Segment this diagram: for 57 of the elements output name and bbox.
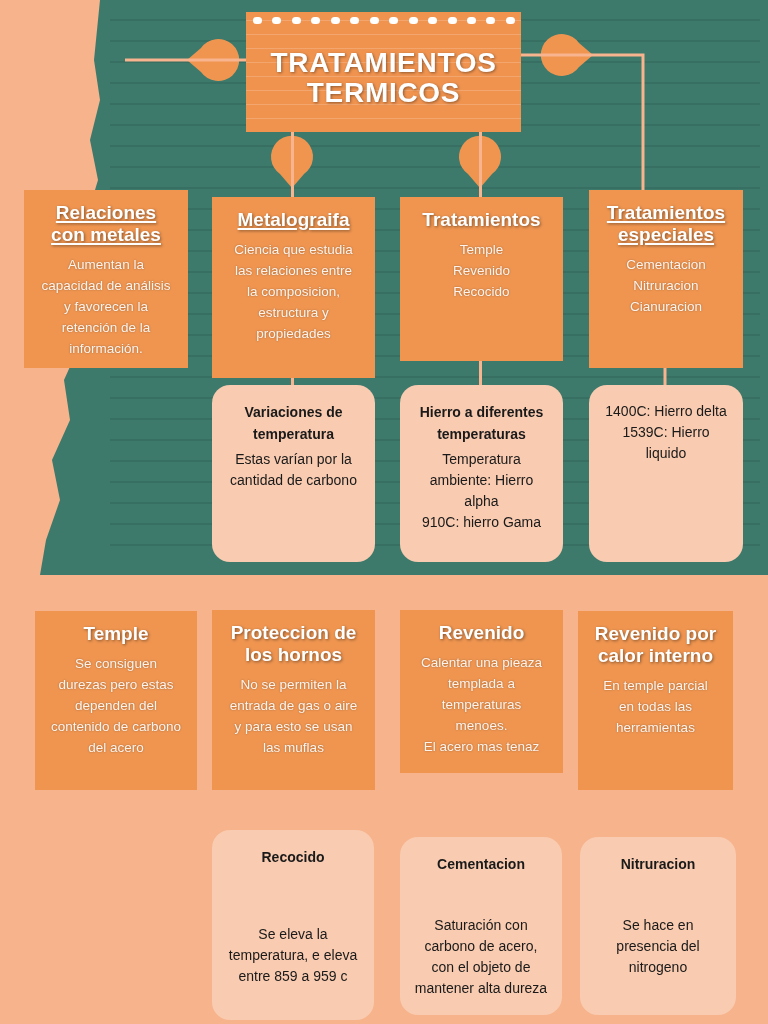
card-heading: Revenido — [438, 622, 525, 644]
note-text: Se hace en presencia del nitrogeno — [615, 916, 701, 977]
info-card — [400, 610, 563, 773]
card-text: Calentar una pieaza templada a temperaturas menoes. — [420, 654, 543, 735]
card-text: Se consiguen durezas pero estas dependen del contenido de carbono del acero — [51, 655, 181, 757]
title-text: TRATAMIENTOS TERMICOS — [269, 48, 498, 108]
card-text: Temple — [459, 241, 504, 259]
note-text: 910C: hierro Gama — [421, 513, 542, 532]
info-card — [24, 190, 188, 368]
card-text: Recocido — [453, 283, 510, 301]
info-card — [212, 197, 375, 378]
card-heading: Tratamientos especiales — [605, 202, 727, 246]
card-heading: Tratamientos — [422, 209, 541, 231]
connector-line — [663, 368, 667, 385]
card-text: El acero mas tenaz — [423, 738, 540, 756]
card-text: Cementacion — [626, 256, 706, 274]
connector-line — [479, 132, 482, 197]
connector-line — [521, 53, 645, 190]
note-text: Saturación con carbono de acero, con el objeto de mantener alta dureza — [413, 916, 549, 998]
info-card — [400, 197, 563, 361]
note-card — [212, 385, 375, 562]
card-text: No se permiten la entrada de gas o aire y para esto se usan las muflas — [228, 676, 359, 757]
note-text: Estas varían por la cantidad de carbono — [229, 450, 358, 490]
card-text: Ciencia que estudia las relaciones entre la composicion, estructura y propiedades — [233, 241, 354, 343]
note-card — [212, 830, 374, 1020]
card-heading: Variaciones de temperatura — [243, 403, 344, 444]
info-card — [212, 610, 375, 790]
card-heading: Revenido por calor interno — [594, 623, 717, 667]
title-box — [246, 12, 521, 132]
card-text: Aumentan la capacidad de análisis y favorecen la retención de la información. — [40, 256, 172, 358]
connector-line — [479, 361, 482, 385]
note-card — [400, 837, 562, 1015]
note-text: Se eleva la temperatura, e eleva entre 859 a 959 c — [227, 925, 359, 986]
card-heading: Hierro a diferentes temperaturas — [418, 403, 545, 444]
note-card — [580, 837, 736, 1015]
note-text: Temperatura ambiente: Hierro alpha — [428, 450, 535, 511]
card-heading: Cementacion — [437, 855, 525, 874]
card-text: En temple parcial en todas las herramientas — [602, 677, 709, 737]
info-card — [35, 611, 197, 790]
card-heading: Proteccion de los hornos — [229, 622, 358, 666]
card-heading: Nitruracion — [620, 855, 696, 874]
card-heading: Relaciones con metales — [50, 202, 162, 246]
card-text: Nitruracion — [633, 277, 699, 295]
card-text: Revenido — [452, 262, 510, 280]
connector-line — [291, 132, 294, 197]
info-card — [589, 190, 743, 368]
note-card — [400, 385, 563, 562]
card-heading: Temple — [83, 623, 149, 645]
card-heading: Metalograifa — [237, 209, 350, 231]
card-text: Cianuracion — [629, 298, 702, 316]
note-text: 1400C: Hierro delta — [605, 402, 727, 421]
connector-line — [291, 378, 294, 385]
connector-line — [125, 58, 246, 62]
note-text: 1539C: Hierro liquido — [621, 423, 711, 463]
card-heading: Recocido — [261, 848, 325, 867]
info-card — [578, 611, 733, 790]
note-card — [589, 385, 743, 562]
